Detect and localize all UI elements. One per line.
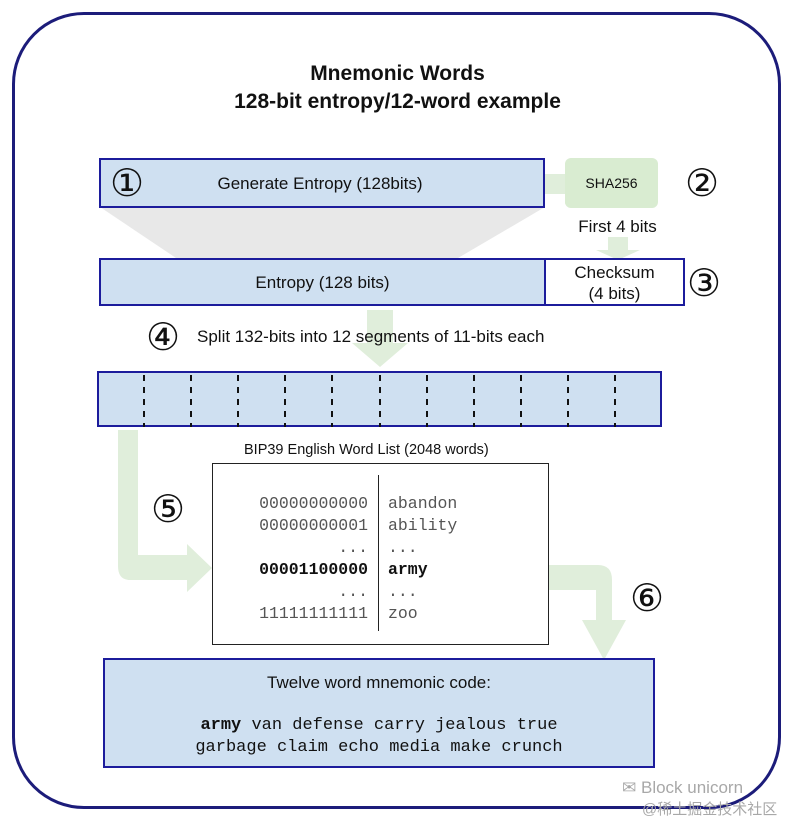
checksum-bits-label: (4 bits) bbox=[588, 284, 641, 303]
step-4-marker: ④ bbox=[146, 315, 181, 359]
wordlist-bits-column: 00000000000 00000000001 ... 00001100000 … bbox=[220, 494, 368, 634]
mnemonic-line-1-rest: van defense carry jealous true bbox=[241, 716, 558, 735]
generate-entropy-box bbox=[99, 158, 545, 208]
sha256-label: SHA256 bbox=[585, 175, 638, 191]
wordlist-word-cell: abandon bbox=[388, 494, 458, 513]
entropy-bar bbox=[99, 258, 546, 306]
wordlist-bits-cell: 00000000000 bbox=[259, 494, 368, 513]
wechat-icon: ✉ bbox=[622, 778, 637, 797]
wordlist-word-column: abandon ability ... army ... zoo bbox=[388, 494, 538, 634]
checksum-label: Checksum bbox=[574, 263, 655, 282]
arrow-to-segments bbox=[352, 310, 408, 367]
first-4-bits-label: First 4 bits bbox=[578, 217, 657, 236]
watermark-line-1: ✉ Block unicorn bbox=[622, 778, 743, 798]
generate-entropy-label: Generate Entropy (128bits) bbox=[217, 174, 423, 193]
split-label: Split 132-bits into 12 segments of 11-bi… bbox=[197, 327, 545, 346]
step-2-marker: ② bbox=[685, 161, 720, 205]
outer-frame bbox=[12, 12, 781, 809]
step-3-marker: ③ bbox=[687, 261, 722, 305]
diagram-subtitle: 128-bit entropy/12-word example bbox=[234, 90, 561, 113]
diagram-title: Mnemonic Words bbox=[310, 62, 485, 85]
entropy-bar-label: Entropy (128 bits) bbox=[255, 273, 390, 292]
arrow-to-checksum bbox=[596, 237, 640, 260]
wordlist-word-cell: zoo bbox=[388, 604, 418, 623]
wordlist-bits-cell-highlight: 00001100000 bbox=[259, 560, 368, 579]
watermark-text-1: Block unicorn bbox=[640, 778, 744, 797]
mnemonic-title: Twelve word mnemonic code: bbox=[267, 673, 491, 692]
segment-dividers bbox=[143, 375, 616, 427]
wordlist-word-cell: ability bbox=[388, 516, 458, 535]
mnemonic-line-2: garbage claim echo media make crunch bbox=[195, 738, 563, 757]
checksum-box bbox=[544, 258, 685, 306]
wordlist-bits-cell: 11111111111 bbox=[259, 604, 368, 623]
mnemonic-box bbox=[103, 658, 655, 768]
step-1-marker: ① bbox=[110, 161, 145, 205]
wordlist-word-cell: ... bbox=[388, 538, 418, 557]
wordlist-bits-cell: ... bbox=[338, 538, 368, 557]
mnemonic-first-word: army bbox=[200, 716, 242, 735]
wordlist-box bbox=[212, 463, 549, 645]
step-6-marker: ⑥ bbox=[630, 576, 665, 620]
arrow-to-mnemonic bbox=[548, 565, 626, 660]
wordlist-title: BIP39 English Word List (2048 words) bbox=[244, 442, 489, 458]
wordlist-word-cell-highlight: army bbox=[388, 560, 428, 579]
wordlist-divider bbox=[378, 475, 379, 631]
watermark-line-2: @稀土掘金技术社区 bbox=[642, 801, 778, 818]
arrow-to-wordlist bbox=[118, 430, 212, 592]
wordlist-word-cell: ... bbox=[388, 582, 418, 601]
sha256-box bbox=[565, 158, 658, 208]
funnel-shape bbox=[100, 207, 545, 258]
step-5-marker: ⑤ bbox=[151, 487, 186, 531]
mnemonic-line-1: army van defense carry jealous true bbox=[103, 716, 655, 735]
segment-bar bbox=[97, 371, 662, 427]
wordlist-bits-cell: 00000000001 bbox=[259, 516, 368, 535]
wordlist-bits-cell: ... bbox=[338, 582, 368, 601]
